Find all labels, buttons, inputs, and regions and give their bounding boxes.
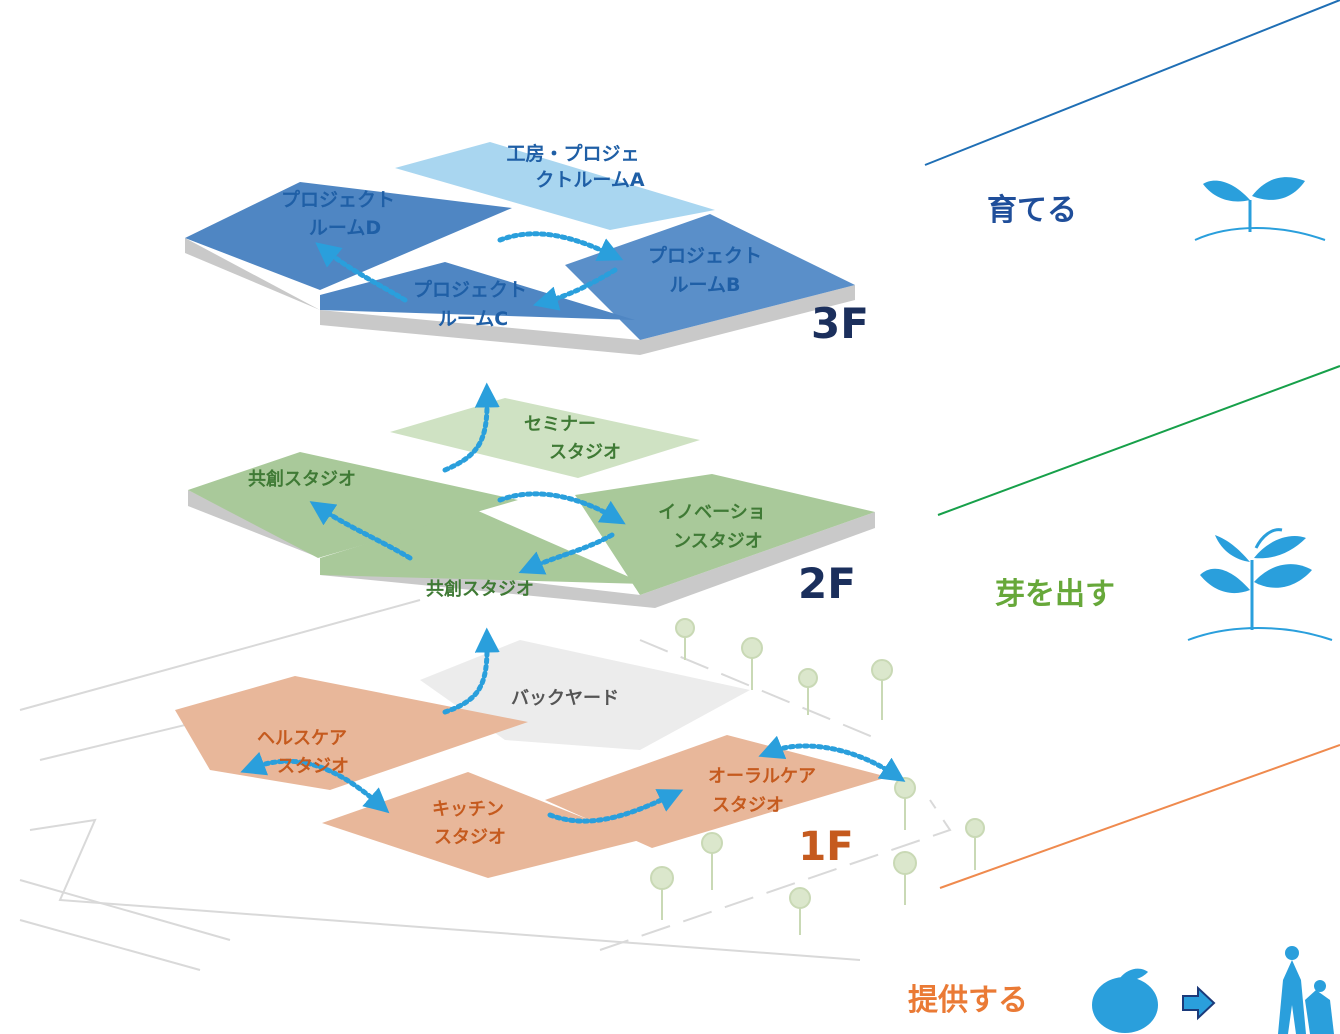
trees — [650, 618, 985, 935]
labels-1f: バックヤード ヘルスケア スタジオ キッチン スタジオ オーラルケア スタジオ — [257, 688, 816, 848]
floor-1-number: 1F — [798, 824, 853, 870]
arrow-3f-top — [497, 231, 624, 262]
seminar-label-2: スタジオ — [549, 442, 621, 463]
arrow-2f-up — [442, 382, 500, 473]
workshop-label-1: 工房・プロジェ — [506, 142, 639, 165]
arrow-3f-right — [532, 267, 618, 311]
workshop-room-a — [395, 142, 715, 230]
tree — [965, 818, 985, 870]
project-room-d — [185, 182, 512, 290]
cocreation-studio-left — [188, 452, 518, 558]
arrow-right-icon — [1182, 985, 1216, 1021]
backyard-label: バックヤード — [511, 688, 619, 709]
labels-3f: 工房・プロジェ クトルームA プロジェクト ルームD プロジェクト ルームB プ… — [281, 142, 762, 330]
healthcare-label-1: ヘルスケア — [257, 728, 347, 749]
sprout-icon — [1187, 528, 1333, 641]
tree — [893, 851, 917, 905]
tree — [894, 777, 916, 830]
tree — [701, 832, 723, 890]
site-outline — [19, 599, 952, 971]
floor-2 — [188, 398, 875, 608]
arrow-1f-left — [240, 751, 390, 814]
tree — [871, 659, 893, 720]
innovation-studio — [575, 474, 875, 595]
connector-line-2f — [937, 365, 1340, 516]
connector-line-1f — [939, 744, 1340, 889]
flow-arrows — [240, 231, 906, 824]
seminar-label-1: セミナー — [524, 414, 596, 435]
arrow-2f-top — [497, 491, 626, 525]
kitchen-studio — [322, 772, 640, 878]
tree — [798, 668, 818, 715]
cocreation-left-label: 共創スタジオ — [248, 468, 356, 490]
innovation-label-1: イノベーショ — [658, 502, 766, 523]
arrow-1f-mid — [547, 789, 684, 824]
connector-line-3f — [924, 0, 1340, 166]
seedling-icon — [1194, 177, 1326, 241]
workshop-label-2: クトルームA — [535, 169, 644, 191]
room-b-label-1: プロジェクト — [648, 244, 762, 267]
oral-care-label-1: オーラルケア — [708, 766, 816, 787]
arrow-1f-up — [442, 627, 500, 715]
stage-sprout-label: 芽を出す — [995, 577, 1115, 612]
project-room-b — [565, 214, 855, 340]
fruit-icon — [1092, 968, 1158, 1033]
tree — [741, 637, 763, 690]
innovation-label-2: ンスタジオ — [673, 531, 763, 552]
floor-2-number: 2F — [798, 559, 856, 608]
tree — [675, 618, 695, 660]
room-b-label-2: ルームB — [670, 274, 741, 296]
kitchen-label-1: キッチン — [432, 799, 504, 820]
cocreation-bottom-label: 共創スタジオ — [426, 578, 534, 600]
oral-care-label-2: スタジオ — [712, 795, 784, 816]
arrow-2f-right — [518, 532, 615, 575]
room-d-label-2: ルームD — [309, 217, 381, 239]
arrow-1f-right — [758, 735, 906, 782]
arrow-2f-left — [309, 501, 413, 561]
labels-2f: セミナー スタジオ 共創スタジオ イノベーショ ンスタジオ 共創スタジオ — [248, 414, 766, 600]
stage-provide-label: 提供する — [908, 983, 1028, 1018]
tree — [650, 866, 674, 920]
seminar-studio — [390, 398, 700, 478]
family-icon — [1278, 946, 1334, 1034]
room-c-label-2: ルームC — [438, 308, 508, 330]
kitchen-label-2: スタジオ — [434, 827, 506, 848]
tree — [789, 887, 811, 935]
cocreation-studio-bottom — [320, 510, 645, 584]
room-c-label-1: プロジェクト — [413, 278, 527, 301]
floor-3-number: 3F — [811, 299, 869, 348]
stage-grow-label: 育てる — [987, 193, 1077, 228]
arrow-3f-left — [315, 242, 408, 303]
room-d-label-1: プロジェクト — [281, 188, 395, 211]
healthcare-label-2: スタジオ — [277, 756, 349, 777]
